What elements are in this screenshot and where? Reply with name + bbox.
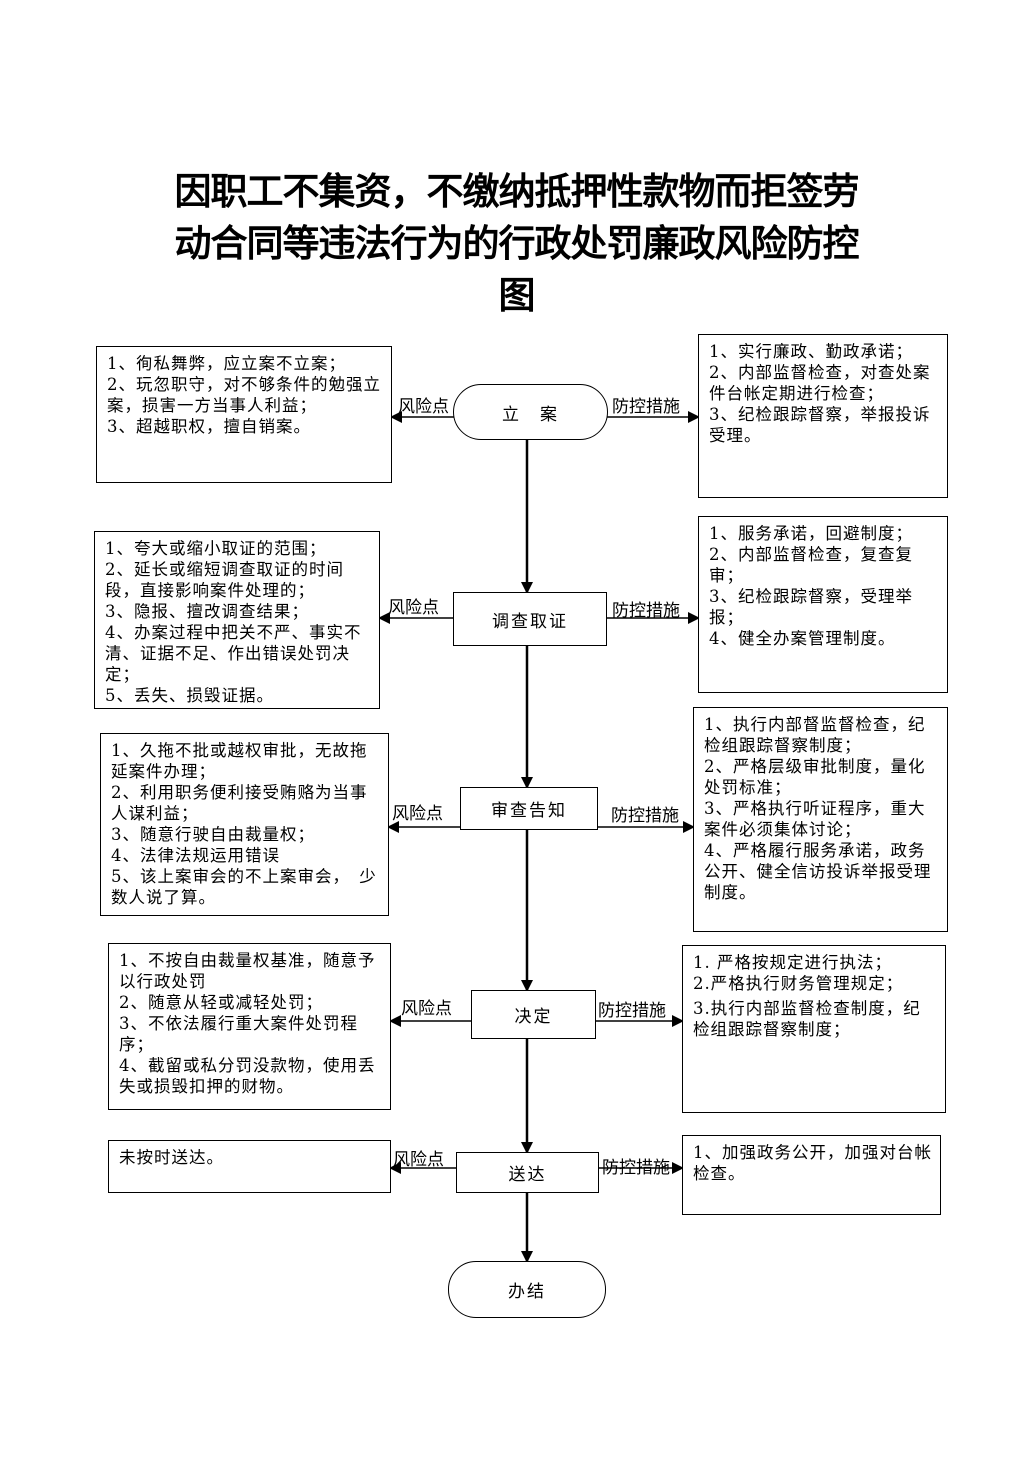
risk-label: 风险点 [401, 999, 452, 1019]
step-node-decision: 决定 [471, 990, 596, 1039]
measure-label: 防控措施 [612, 601, 680, 621]
measure-item: 3.执行内部监督检查制度，纪检组跟踪督察制度； [693, 999, 921, 1039]
risk-item: 2、随意从轻或减轻处罚； [119, 993, 323, 1012]
measure-box-decision: 1. 严格按规定进行执法； 2.严格执行财务管理规定； 3.执行内部监督检查制度… [682, 945, 946, 1113]
measure-label: 防控措施 [598, 1001, 666, 1021]
measure-item: 4、严格履行服务承诺，政务公开、健全信访投诉举报受理制度。 [704, 841, 932, 902]
risk-item: 2、延长或缩短调查取证的时间段，直接影响案件处理的； [105, 560, 344, 600]
measure-label: 防控措施 [612, 397, 680, 417]
risk-item: 5、丢失、损毁证据。 [105, 686, 274, 705]
step-node-investigation: 调查取证 [453, 592, 607, 646]
risk-item: 2、利用职务便利接受贿赂为当事人谋利益； [111, 783, 368, 823]
title-line: 图 [498, 274, 536, 317]
risk-item: 3、隐报、擅改调查结果； [105, 602, 309, 621]
risk-box-delivery: 未按时送达。 [108, 1140, 391, 1193]
measure-item: 2.严格执行财务管理规定； [693, 974, 904, 993]
risk-item: 4、截留或私分罚没款物，使用丢失或损毁扣押的财物。 [119, 1056, 376, 1096]
measure-item: 4、健全办案管理制度。 [709, 629, 896, 648]
step-node-review: 审查告知 [460, 787, 598, 830]
measure-label: 防控措施 [611, 806, 679, 826]
risk-box-decision: 1、不按自由裁量权基准，随意予以行政处罚 2、随意从轻或减轻处罚； 3、不依法履… [108, 943, 391, 1110]
title-line: 因职工不集资，不缴纳抵押性款物而拒签劳 [174, 170, 860, 213]
step-node-filing: 立 案 [453, 384, 608, 440]
title-line: 动合同等违法行为的行政处罚廉政风险防控 [174, 222, 860, 265]
risk-item: 1、徇私舞弊，应立案不立案； [107, 354, 346, 373]
risk-item: 4、办案过程中把关不严、事实不清、证据不足、作出错误处罚决定； [105, 623, 362, 684]
risk-item: 1、不按自由裁量权基准，随意予以行政处罚 [119, 951, 376, 991]
measure-item: 1. 严格按规定进行执法； [693, 953, 892, 972]
diagram-title: 因职工不集资，不缴纳抵押性款物而拒签劳 动合同等违法行为的行政处罚廉政风险防控 … [120, 166, 913, 322]
end-node-closed: 办结 [448, 1261, 606, 1318]
measure-item: 1、加强政务公开，加强对台帐检查。 [693, 1143, 932, 1183]
measure-item: 3、纪检跟踪督察，举报投诉受理。 [709, 405, 931, 445]
risk-label: 风险点 [392, 804, 443, 824]
risk-item: 5、该上案审会的不上案审会， 少数人说了算。 [111, 867, 377, 907]
measure-box-delivery: 1、加强政务公开，加强对台帐检查。 [682, 1135, 941, 1215]
risk-item: 4、法律法规运用错误 [111, 846, 280, 865]
risk-item: 1、夸大或缩小取证的范围； [105, 539, 327, 558]
risk-label: 风险点 [398, 397, 449, 417]
risk-item: 2、玩忽职守，对不够条件的勉强立案，损害一方当事人利益； [107, 375, 381, 415]
risk-box-investigation: 1、夸大或缩小取证的范围； 2、延长或缩短调查取证的时间段，直接影响案件处理的；… [94, 531, 380, 709]
measure-label: 防控措施 [602, 1158, 670, 1178]
step-node-delivery: 送达 [456, 1152, 599, 1193]
measure-box-investigation: 1、服务承诺，回避制度； 2、内部监督检查，复查复审； 3、纪检跟踪督察，受理举… [698, 516, 948, 693]
measure-box-review: 1、执行内部督监督检查，纪检组跟踪督察制度； 2、严格层级审批制度，量化处罚标准… [693, 707, 948, 932]
risk-item: 3、超越职权，擅自销案。 [107, 417, 311, 436]
measure-item: 3、严格执行听证程序，重大案件必须集体讨论； [704, 799, 926, 839]
measure-item: 1、执行内部督监督检查，纪检组跟踪督察制度； [704, 715, 926, 755]
risk-item: 3、随意行驶自由裁量权； [111, 825, 315, 844]
risk-box-filing: 1、徇私舞弊，应立案不立案； 2、玩忽职守，对不够条件的勉强立案，损害一方当事人… [96, 346, 392, 483]
measure-item: 2、内部监督检查，复查复审； [709, 545, 913, 585]
risk-item: 1、久拖不批或越权审批，无故拖延案件办理； [111, 741, 368, 781]
measure-item: 1、服务承诺，回避制度； [709, 524, 913, 543]
risk-label: 风险点 [388, 598, 439, 618]
risk-box-review: 1、久拖不批或越权审批，无故拖延案件办理； 2、利用职务便利接受贿赂为当事人谋利… [100, 733, 389, 916]
risk-item: 未按时送达。 [119, 1148, 224, 1167]
measure-item: 1、实行廉政、勤政承诺； [709, 342, 913, 361]
measure-item: 2、内部监督检查，对查处案件台帐定期进行检查； [709, 363, 931, 403]
measure-box-filing: 1、实行廉政、勤政承诺； 2、内部监督检查，对查处案件台帐定期进行检查； 3、纪… [698, 334, 948, 498]
risk-item: 3、不依法履行重大案件处罚程序； [119, 1014, 358, 1054]
measure-item: 3、纪检跟踪督察，受理举报； [709, 587, 913, 627]
measure-item: 2、严格层级审批制度，量化处罚标准； [704, 757, 926, 797]
risk-label: 风险点 [393, 1150, 444, 1170]
